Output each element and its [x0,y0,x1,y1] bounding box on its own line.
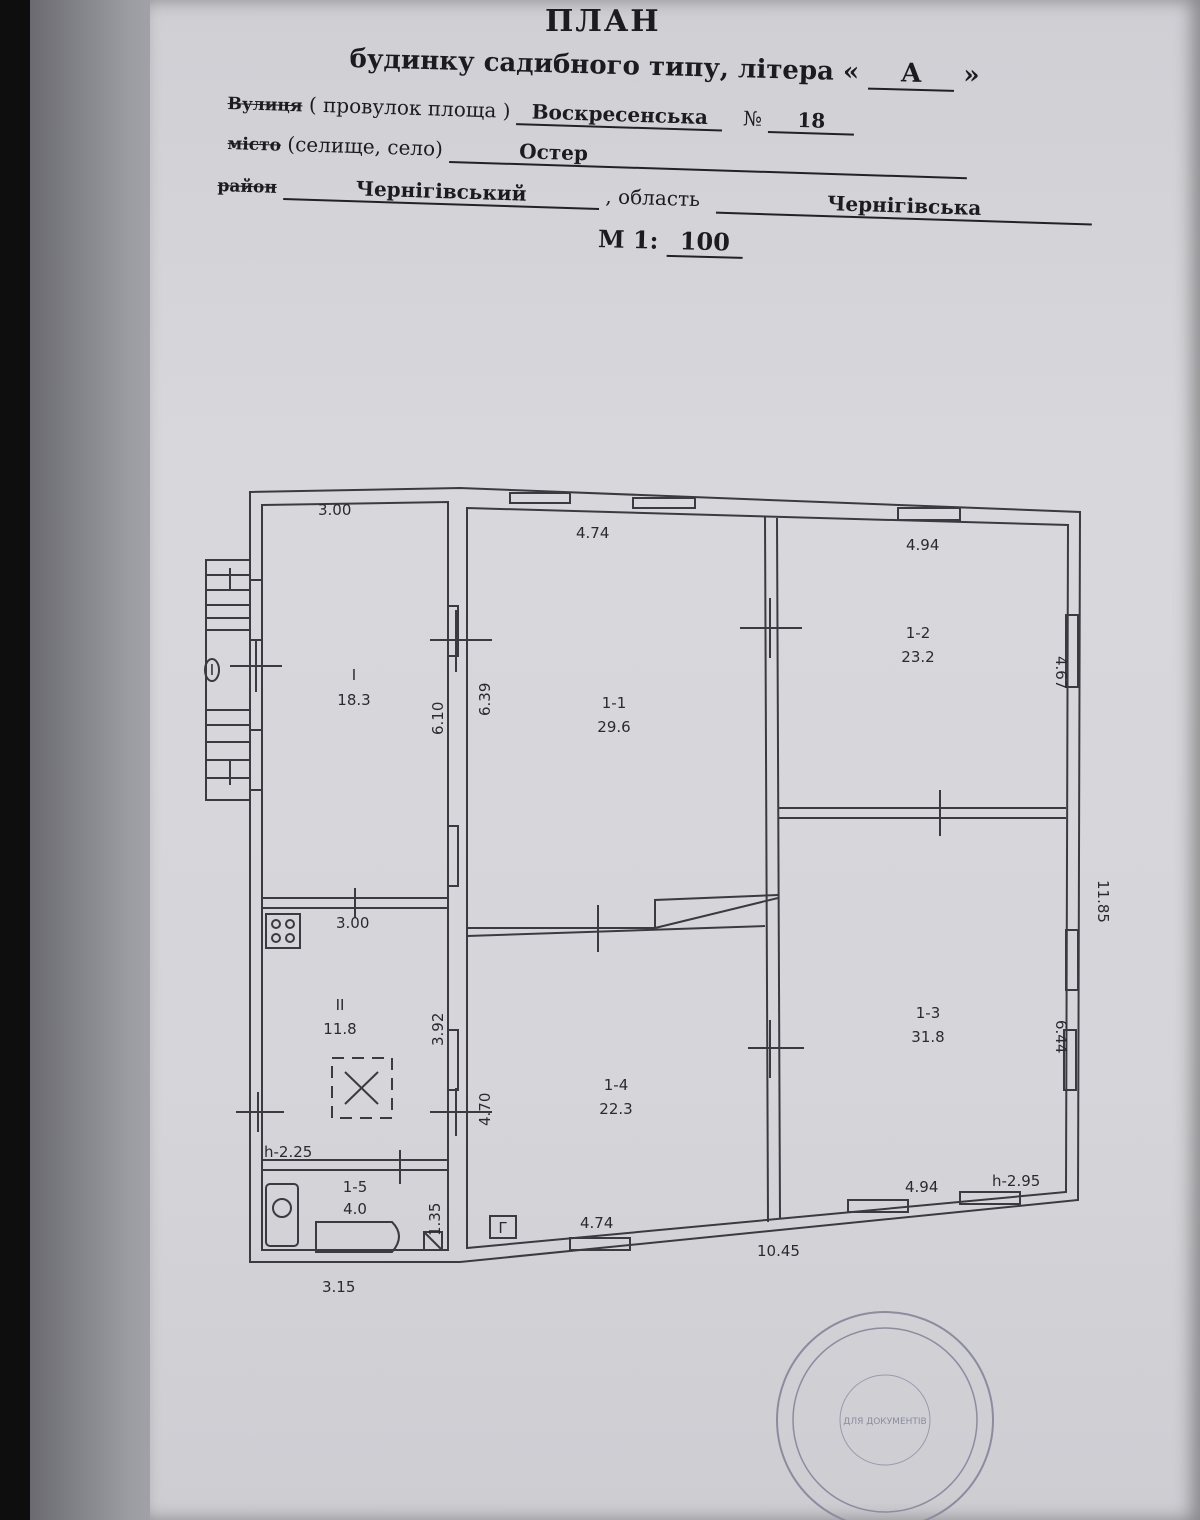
room-11-area: 29.6 [597,718,630,736]
window [569,1237,631,1251]
room-II-area: 11.8 [323,1020,356,1038]
window [632,497,696,509]
room-14-id: 1-4 [604,1076,629,1094]
window [249,579,263,641]
document-page [150,0,1200,1520]
dim-room-14-width: 4.74 [580,1214,613,1232]
porch-steps-top [205,559,251,631]
entrance-mark-text: Ⅰ [210,661,214,679]
boiler-icon [423,1231,443,1251]
outer-wall-outline [249,486,1082,1263]
dim-room-II-width: 3.00 [336,914,369,932]
window [1063,1029,1077,1091]
dim-total-height: 11.85 [1094,880,1112,923]
dim-ceiling-left: h-2.25 [264,1143,312,1161]
attic-hatch-icon [331,1057,393,1119]
dim-room-12-width: 4.94 [906,536,939,554]
dim-room-13-height: 6.44 [1052,1020,1070,1053]
room-14-area: 22.3 [599,1100,632,1118]
wall-center-vertical [764,516,769,1223]
heater-icon [489,1215,517,1239]
dim-room-11-width: 4.74 [576,524,609,542]
room-II-id: II [336,996,345,1014]
stamp-center-text: ДЛЯ ДОКУМЕНТІВ [843,1417,926,1427]
room-12-id: 1-2 [906,624,931,642]
room-13-id: 1-3 [916,1004,941,1022]
window [1065,929,1079,991]
left-block-inner [261,500,449,1251]
toilet-icon [265,1183,299,1247]
room-13-area: 31.8 [911,1028,944,1046]
room-15-area: 4.0 [343,1200,367,1218]
dim-room-I-width: 3.00 [318,501,351,519]
dim-room-11-height: 6.39 [476,683,494,716]
heater-mark-text: Г [498,1219,507,1237]
entrance-marker [204,658,220,682]
window [509,492,571,504]
room-11-id: 1-1 [602,694,627,712]
dim-total-width: 10.45 [757,1242,800,1260]
bathtub-icon [315,1221,400,1253]
room-15-id: 1-5 [343,1178,368,1196]
dim-ceiling-right: h-2.95 [992,1172,1040,1190]
dim-room-14-height: 4.70 [476,1093,494,1126]
seal-stamp: ДЛЯ ДОКУМЕНТІВ [776,1311,994,1520]
stair-step [654,894,779,928]
room-I-id: I [352,666,356,684]
dim-room-15-height: 1.35 [426,1203,444,1236]
window [897,507,961,521]
window [847,1199,909,1213]
room-I-area: 18.3 [337,691,370,709]
document-header: ПЛАН будинку садибного типу, літера « А … [0,0,1200,280]
room-12-area: 23.2 [901,648,934,666]
document-title: ПЛАН [545,4,661,39]
dim-left-width: 3.15 [322,1278,355,1296]
dim-room-12-height: 4.67 [1052,656,1070,689]
right-block-inner [466,506,1070,1250]
stove-icon [265,913,301,949]
porch-steps-bottom [205,709,251,801]
window [249,729,263,791]
window [959,1191,1021,1205]
dim-room-I-height: 6.10 [429,702,447,735]
dim-room-13-width: 4.94 [905,1178,938,1196]
window [1065,614,1079,688]
dim-room-II-height: 3.92 [429,1013,447,1046]
